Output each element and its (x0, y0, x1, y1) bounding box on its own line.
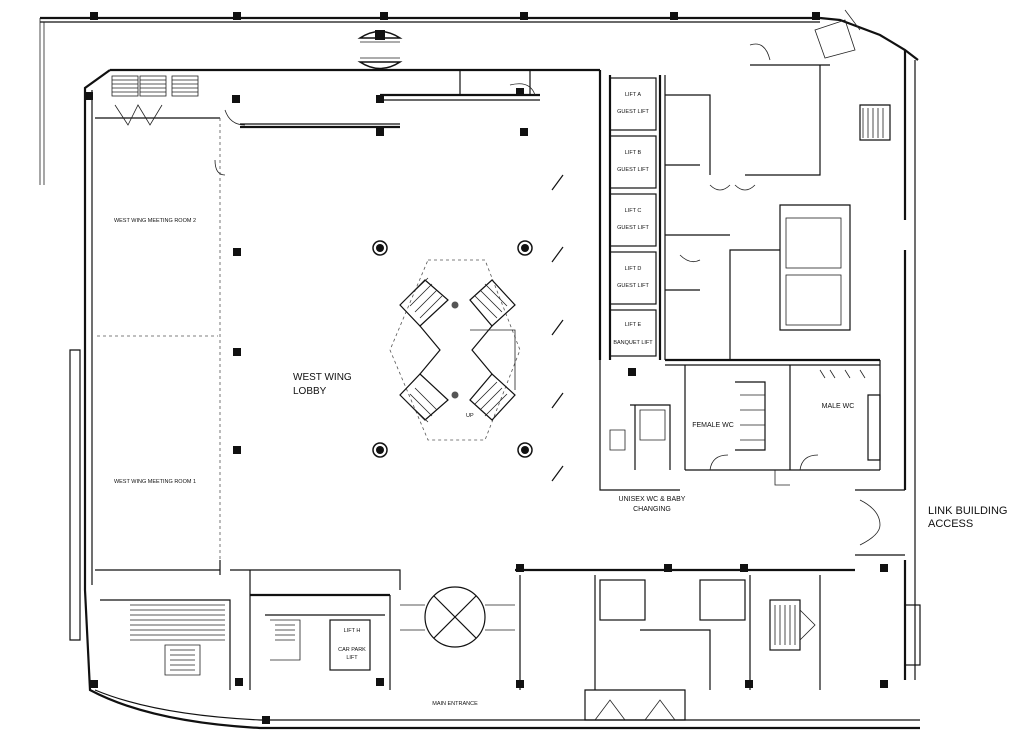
link-building-label-line1: LINK BUILDING (928, 505, 1007, 517)
lift-b-label: LIFT B (625, 150, 642, 156)
lift-a-sub-label: GUEST LIFT (617, 109, 649, 115)
lift-d-label: LIFT D (625, 266, 642, 272)
window-slashes (551, 174, 564, 482)
link-door (855, 489, 905, 556)
wc-block (599, 204, 881, 491)
meeting-room-1-label: WEST WING MEETING ROOM 1 (114, 479, 196, 485)
columns (85, 12, 820, 458)
upper-right-rooms (665, 9, 891, 291)
lift-b-sub-label: GUEST LIFT (617, 167, 649, 173)
main-entrance-label: MAIN ENTRANCE (432, 701, 478, 707)
room-labels: LIFT A GUEST LIFT LIFT B GUEST LIFT LIFT… (114, 92, 1008, 707)
lobby-label-line2: LOBBY (293, 386, 327, 397)
lift-e-label: LIFT E (625, 322, 642, 328)
lift-c-label: LIFT C (625, 208, 642, 214)
car-park-lift-label-line1: CAR PARK (338, 647, 366, 653)
female-wc-label: FEMALE WC (692, 422, 734, 429)
lobby-walls (240, 30, 540, 129)
lift-e-sub-label: BANQUET LIFT (613, 340, 653, 346)
bottom-rooms (90, 564, 921, 724)
stair-up-label: UP (466, 413, 474, 419)
outer-walls (39, 16, 920, 730)
lobby-label-line1: WEST WING (293, 372, 352, 383)
meeting-room-2-label: WEST WING MEETING ROOM 2 (114, 218, 196, 224)
lift-h-label: LIFT H (344, 628, 361, 634)
unisex-wc-label-line2: CHANGING (633, 506, 671, 513)
central-staircase (389, 259, 521, 441)
meeting-rooms (95, 75, 246, 575)
link-building-label-line2: ACCESS (928, 518, 973, 530)
lift-shafts (598, 70, 666, 360)
unisex-wc-label-line1: UNISEX WC & BABY (619, 496, 686, 503)
car-park-lift-label-line2: LIFT (346, 655, 358, 661)
lift-d-sub-label: GUEST LIFT (617, 283, 649, 289)
lift-a-label: LIFT A (625, 92, 641, 98)
male-wc-label: MALE WC (822, 403, 855, 410)
lift-c-sub-label: GUEST LIFT (617, 225, 649, 231)
